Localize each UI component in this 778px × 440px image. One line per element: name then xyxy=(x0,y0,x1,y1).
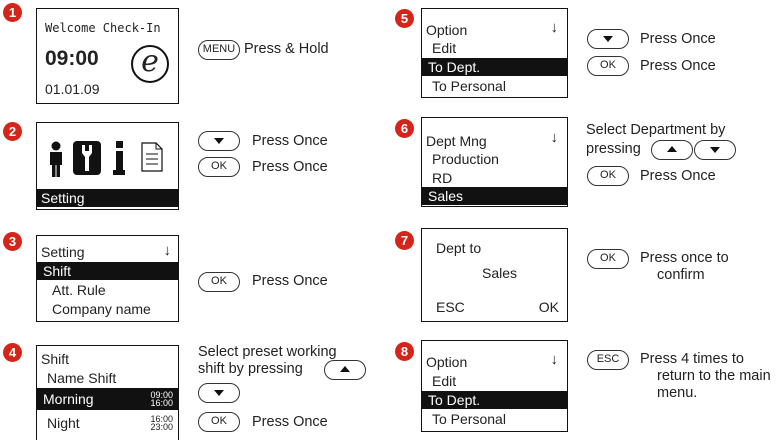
confirm-title: Dept to xyxy=(436,240,482,256)
down-key[interactable] xyxy=(198,383,240,403)
setting-label: Setting xyxy=(37,189,178,207)
step2-instruction-2: Press Once xyxy=(252,159,328,175)
down-arrow-icon xyxy=(603,36,613,42)
menu-title: Setting xyxy=(41,244,85,260)
step-badge-2: 2 xyxy=(3,122,22,141)
step4-instruction-2: shift by pressing xyxy=(198,361,303,377)
device-screen-3: Setting ↓ Shift Att. Rule Company name xyxy=(36,235,179,322)
step8-instruction-3: menu. xyxy=(657,385,698,401)
down-key[interactable] xyxy=(694,140,736,160)
step4-instruction-1: Select preset working xyxy=(198,344,337,360)
menu-item-company-name: Company name xyxy=(52,301,151,317)
wrench-icon xyxy=(73,141,101,175)
step8-instruction-1: Press 4 times to xyxy=(640,351,744,367)
menu-item-morning: Morning 09:00 16:00 xyxy=(37,388,178,410)
device-screen-8: Option ↓ Edit To Dept. To Personal xyxy=(421,340,568,432)
step3-instruction: Press Once xyxy=(252,273,328,289)
device-screen-5: Option ↓ Edit To Dept. To Personal xyxy=(421,8,568,98)
morning-end: 16:00 xyxy=(150,398,173,408)
menu-title: Option xyxy=(426,354,468,370)
morning-start: 09:00 xyxy=(150,390,173,400)
step5-instruction-1: Press Once xyxy=(640,31,716,47)
scroll-down-icon: ↓ xyxy=(550,351,559,368)
down-arrow-icon xyxy=(710,147,720,153)
menu-item-to-personal: To Personal xyxy=(432,78,506,94)
menu-item-to-personal: To Personal xyxy=(432,411,506,427)
night-end: 23:00 xyxy=(150,422,173,432)
up-arrow-icon xyxy=(340,366,350,372)
device-screen-2: Setting xyxy=(36,122,179,210)
menu-key[interactable]: MENU xyxy=(198,40,240,60)
menu-item-att-rule: Att. Rule xyxy=(52,282,106,298)
down-key[interactable] xyxy=(198,131,240,151)
up-arrow-icon xyxy=(667,146,677,152)
menu-item-to-dept: To Dept. xyxy=(422,391,567,409)
down-key[interactable] xyxy=(587,29,629,49)
info-icon xyxy=(113,141,125,175)
user-icon xyxy=(50,141,62,177)
ok-softkey: OK xyxy=(538,299,559,315)
step-badge-6: 6 xyxy=(395,119,414,138)
document-icon xyxy=(141,142,163,172)
morning-label: Morning xyxy=(43,391,94,407)
step7-instruction-1: Press once to xyxy=(640,250,729,266)
scroll-down-icon: ↓ xyxy=(550,129,559,146)
device-screen-4: Shift Name Shift Morning 09:00 16:00 Nig… xyxy=(36,345,179,440)
ok-key[interactable]: OK xyxy=(587,249,629,269)
up-key[interactable] xyxy=(651,140,693,160)
step-badge-4: 4 xyxy=(3,343,22,362)
step-badge-1: 1 xyxy=(3,3,22,22)
step-badge-5: 5 xyxy=(395,9,414,28)
step6-instruction-3: Press Once xyxy=(640,168,716,184)
menu-item-edit: Edit xyxy=(432,373,457,389)
esc-key[interactable]: ESC xyxy=(587,350,629,370)
menu-item-production: Production xyxy=(432,151,499,167)
ok-key[interactable]: OK xyxy=(198,157,240,177)
step4-instruction-3: Press Once xyxy=(252,414,328,430)
ok-key[interactable]: OK xyxy=(198,272,240,292)
e-logo-icon: e xyxy=(131,45,169,83)
welcome-text: Welcome Check-In xyxy=(45,21,161,35)
step-badge-7: 7 xyxy=(395,231,414,250)
step1-instruction: Press & Hold xyxy=(244,41,329,57)
date-text: 01.01.09 xyxy=(45,81,100,97)
step5-instruction-2: Press Once xyxy=(640,58,716,74)
menu-item-night: Night 16:00 23:00 xyxy=(37,412,178,434)
up-key[interactable] xyxy=(324,360,366,380)
ok-key[interactable]: OK xyxy=(587,56,629,76)
confirm-value: Sales xyxy=(482,265,518,281)
device-screen-1: Welcome Check-In 09:00 01.01.09 e xyxy=(36,8,179,104)
scroll-down-icon: ↓ xyxy=(163,242,172,259)
device-screen-7: Dept to Sales ESC OK xyxy=(421,228,568,322)
step2-instruction-1: Press Once xyxy=(252,133,328,149)
device-screen-6: Dept Mng ↓ Production RD Sales xyxy=(421,117,568,207)
menu-title: Option xyxy=(426,22,468,38)
menu-title: Shift xyxy=(41,351,70,367)
night-start: 16:00 xyxy=(150,414,173,424)
step8-instruction-2: return to the main xyxy=(657,368,771,384)
scroll-down-icon: ↓ xyxy=(550,19,559,36)
menu-item-shift: Shift xyxy=(37,262,178,280)
esc-softkey: ESC xyxy=(436,299,465,315)
step-badge-8: 8 xyxy=(395,342,414,361)
menu-item-rd: RD xyxy=(432,170,453,186)
menu-item-sales: Sales xyxy=(422,187,567,205)
menu-item-name-shift: Name Shift xyxy=(47,370,117,386)
menu-title: Dept Mng xyxy=(426,133,487,149)
down-arrow-icon xyxy=(214,138,224,144)
ok-key[interactable]: OK xyxy=(198,412,240,432)
down-arrow-icon xyxy=(214,390,224,396)
step7-instruction-2: confirm xyxy=(657,267,705,283)
clock-time: 09:00 xyxy=(45,47,99,70)
menu-item-to-dept: To Dept. xyxy=(422,58,567,76)
step6-instruction-2: pressing xyxy=(586,141,641,157)
ok-key[interactable]: OK xyxy=(587,166,629,186)
step-badge-3: 3 xyxy=(3,232,22,251)
menu-item-edit: Edit xyxy=(432,40,457,56)
step6-instruction-1: Select Department by xyxy=(586,122,726,138)
night-label: Night xyxy=(47,415,80,431)
